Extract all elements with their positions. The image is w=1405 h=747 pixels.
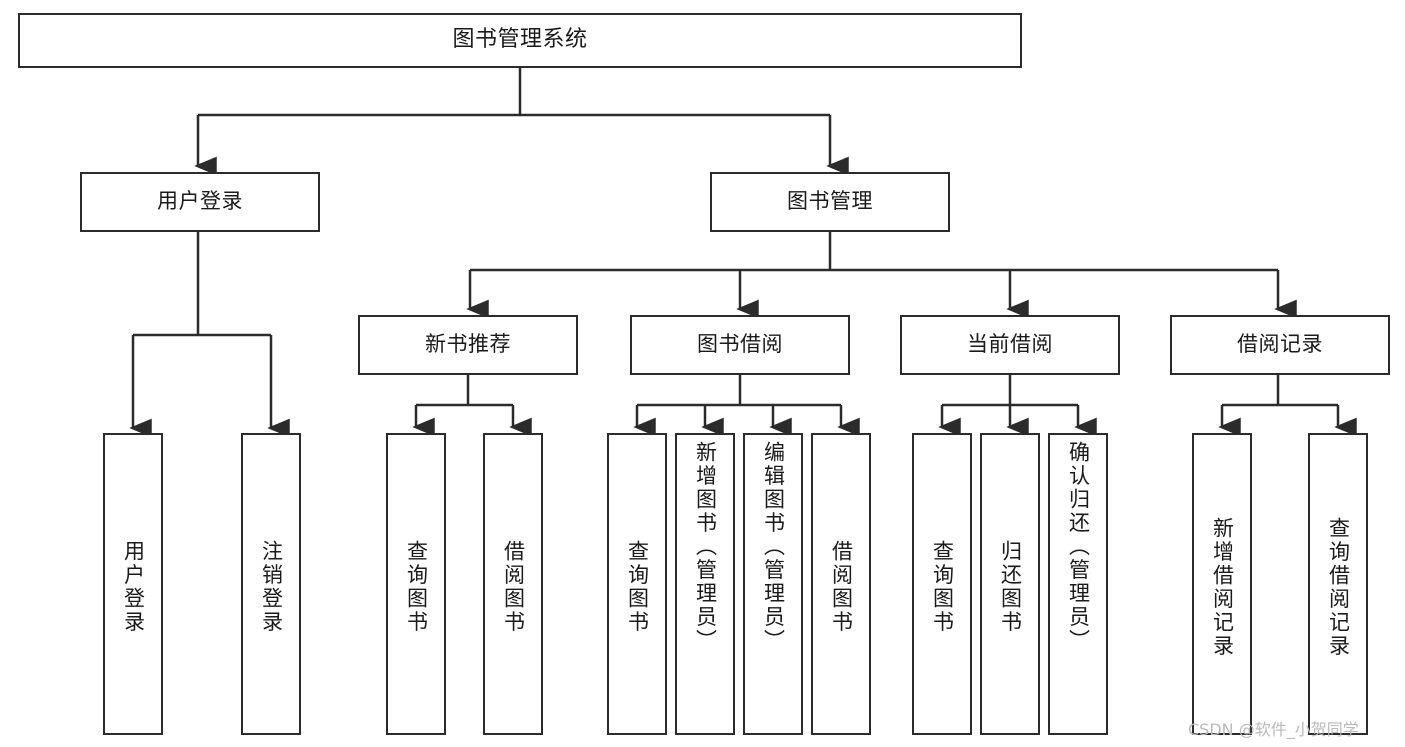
watermark-text: CSDN @软件_小贺同学 — [1188, 720, 1359, 739]
node-label: 新增借阅记录 — [1210, 516, 1235, 658]
leaf-new-book-query-books[interactable]: 查询图书 — [386, 433, 446, 735]
node-label: 借阅图书 — [501, 540, 526, 634]
leaf-user-login-logout[interactable]: 注销登录 — [241, 433, 301, 735]
node-book-borrowing[interactable]: 图书借阅 — [630, 315, 850, 375]
node-root-book-management-system[interactable]: 图书管理系统 — [18, 13, 1022, 68]
node-label: 查询图书 — [404, 540, 429, 634]
node-user-login[interactable]: 用户登录 — [80, 172, 320, 232]
node-label: 用户登录 — [121, 540, 146, 634]
node-current-borrowing[interactable]: 当前借阅 — [900, 315, 1120, 375]
leaf-new-book-borrow-books[interactable]: 借阅图书 — [483, 433, 543, 735]
node-label: 借阅图书 — [829, 540, 854, 634]
leaf-current-borrow-return-books[interactable]: 归还图书 — [980, 433, 1040, 735]
leaf-current-borrow-confirm-return-admin[interactable]: 确认归还（管理员） — [1048, 433, 1108, 735]
node-label: 确认归还（管理员） — [1066, 441, 1091, 653]
node-label: 新书推荐 — [425, 332, 511, 357]
node-label: 图书借阅 — [697, 332, 783, 357]
node-label: 当前借阅 — [967, 332, 1053, 357]
node-label: 用户登录 — [157, 189, 243, 214]
node-new-book-recommendation[interactable]: 新书推荐 — [358, 315, 578, 375]
leaf-current-borrow-query-books[interactable]: 查询图书 — [912, 433, 972, 735]
leaf-book-borrow-borrow-books[interactable]: 借阅图书 — [811, 433, 871, 735]
leaf-book-borrow-add-book-admin[interactable]: 新增图书（管理员） — [675, 433, 735, 735]
leaf-borrow-record-add-record[interactable]: 新增借阅记录 — [1192, 433, 1252, 735]
leaf-book-borrow-query-books[interactable]: 查询图书 — [607, 433, 667, 735]
node-label: 编辑图书（管理员） — [761, 441, 786, 653]
node-label: 图书管理 — [787, 189, 873, 214]
leaf-book-borrow-edit-book-admin[interactable]: 编辑图书（管理员） — [743, 433, 803, 735]
node-borrowing-record[interactable]: 借阅记录 — [1170, 315, 1390, 375]
node-label: 归还图书 — [998, 540, 1023, 634]
leaf-borrow-record-query-record[interactable]: 查询借阅记录 — [1308, 433, 1368, 735]
node-label: 注销登录 — [259, 540, 284, 634]
leaf-user-login-login[interactable]: 用户登录 — [103, 433, 163, 735]
node-book-management[interactable]: 图书管理 — [710, 172, 950, 232]
node-label: 图书管理系统 — [452, 27, 588, 53]
node-label: 查询图书 — [930, 540, 955, 634]
node-label: 查询图书 — [625, 540, 650, 634]
node-label: 借阅记录 — [1237, 332, 1323, 357]
node-label: 查询借阅记录 — [1326, 516, 1351, 658]
node-label: 新增图书（管理员） — [693, 441, 718, 653]
